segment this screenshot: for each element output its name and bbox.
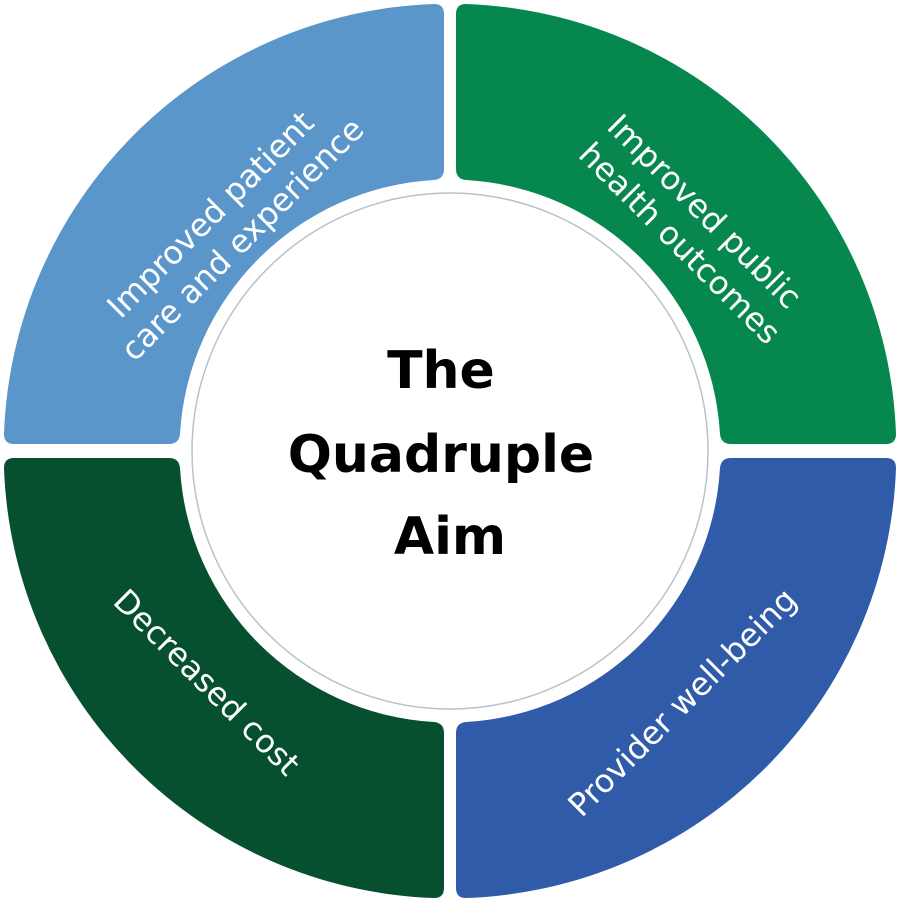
segment-provider-well-being [456,458,896,898]
center-title-line: Aim [394,507,506,567]
segment-decreased-cost [4,458,444,898]
segment-improved-public-health [456,4,896,444]
center-circle [191,192,709,710]
segment-improved-patient-care [4,4,444,444]
center-title: The Quadruple Aim [288,341,613,567]
center-title-line: The [387,341,495,401]
center-title-line: Quadruple [288,425,595,485]
